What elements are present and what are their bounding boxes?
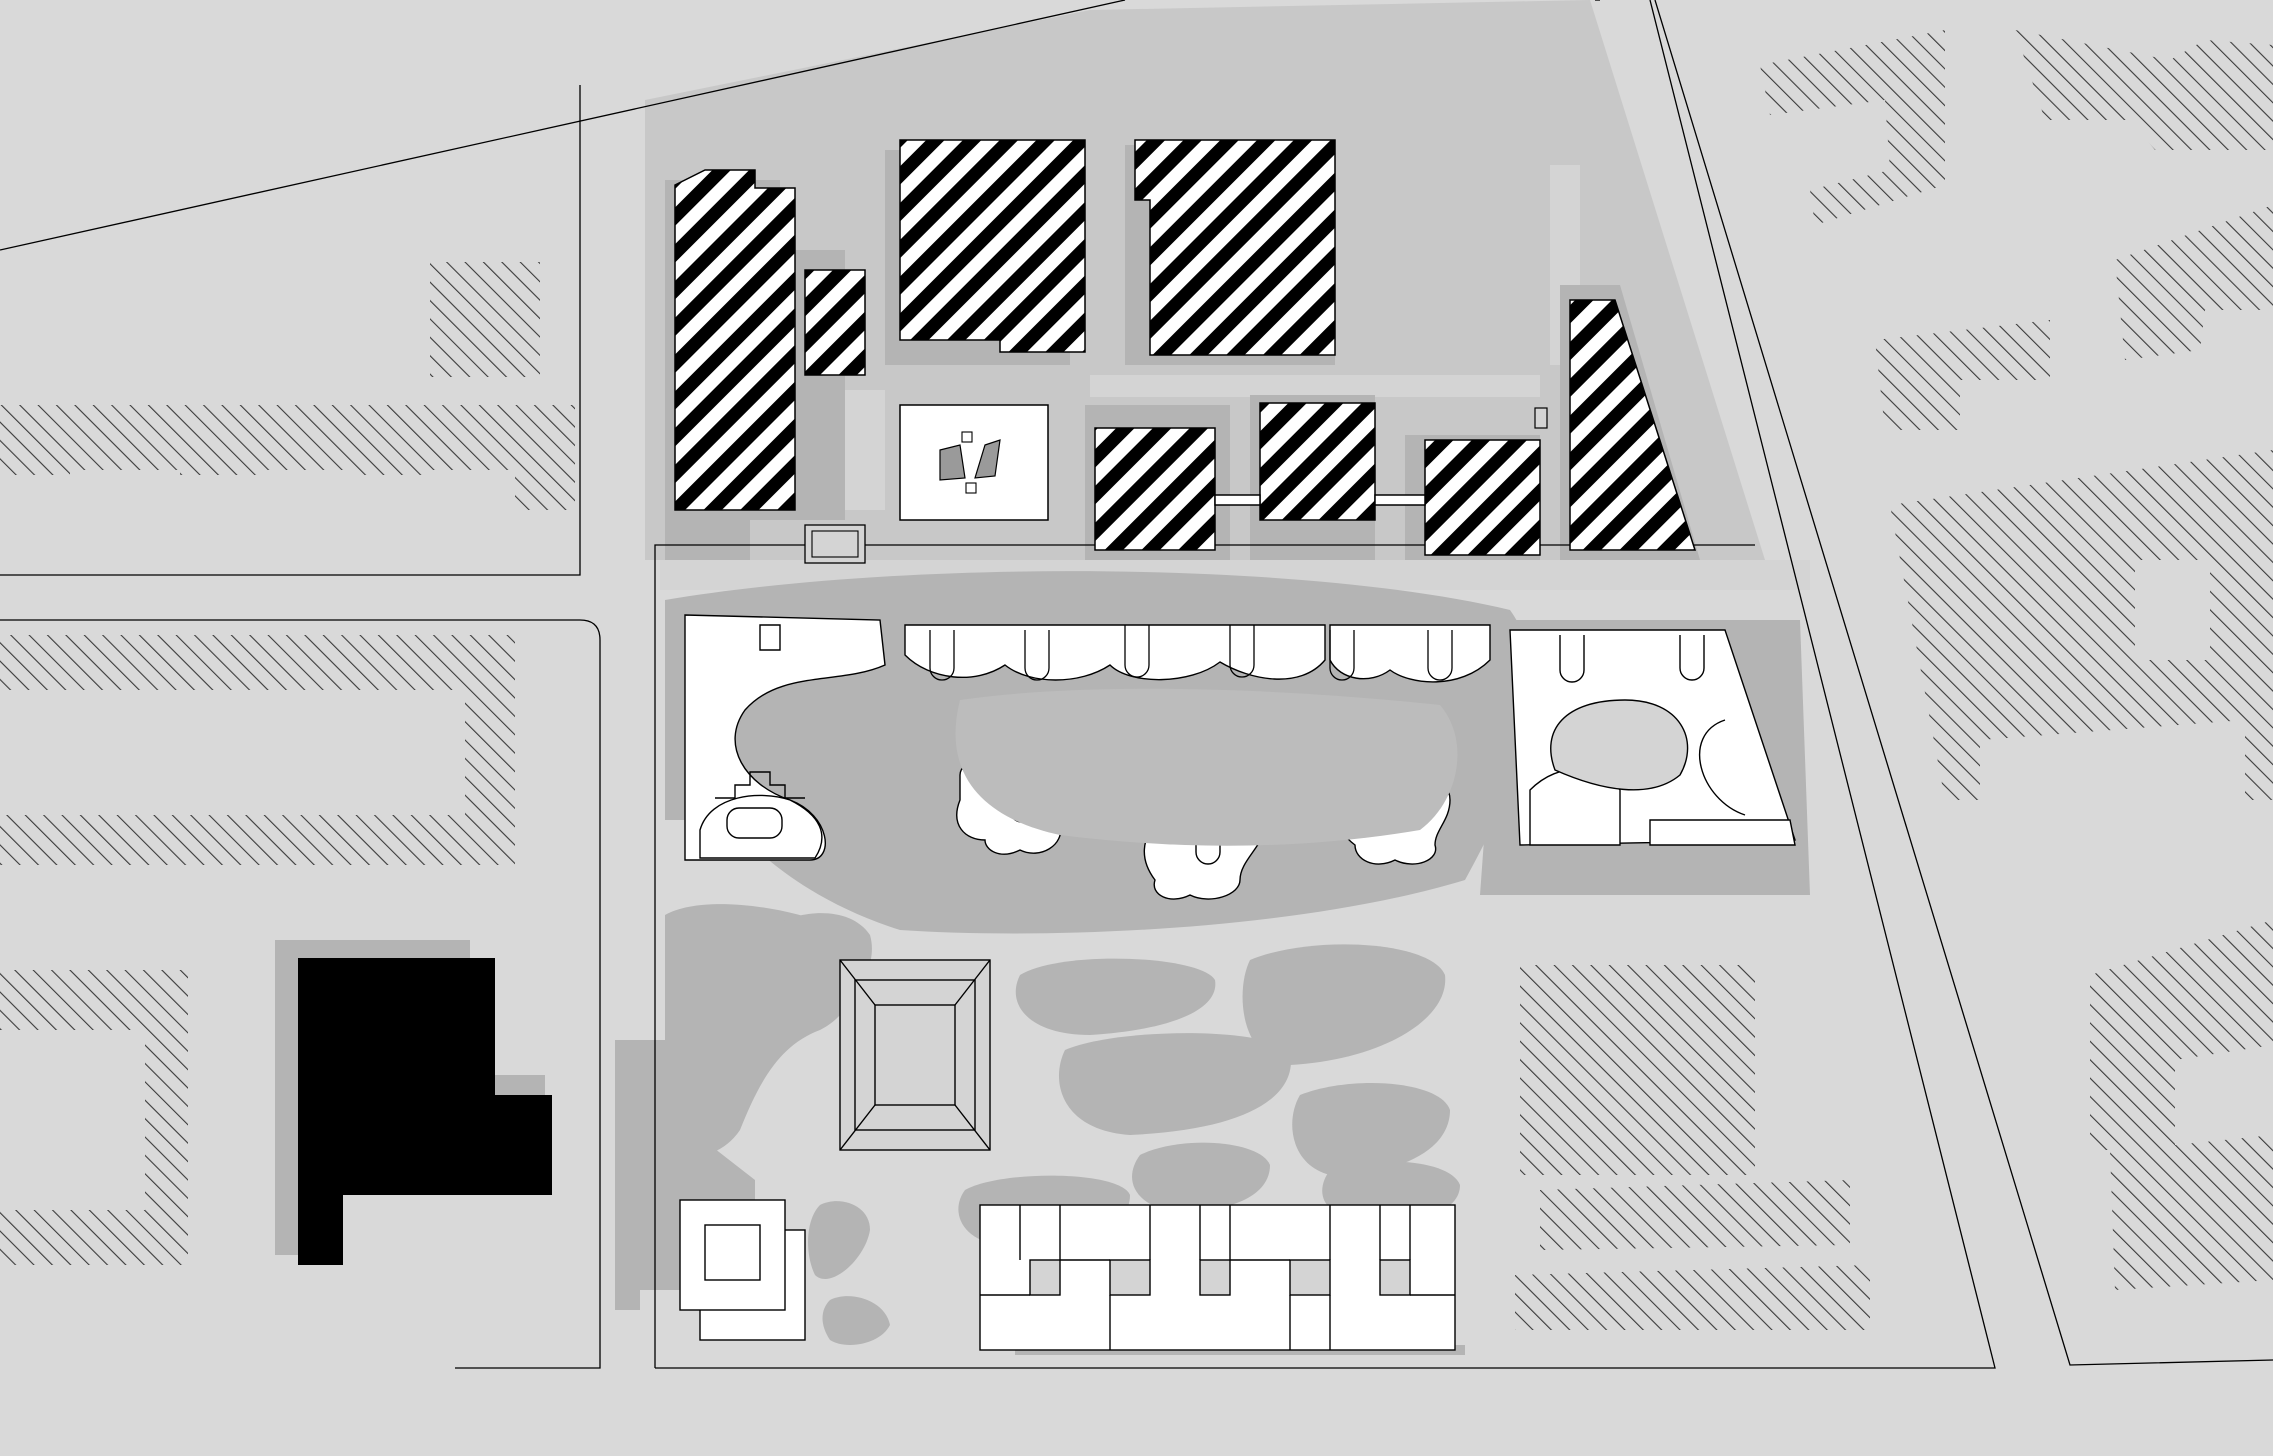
solid-black-building [298,958,552,1265]
courtyard-building [899,404,1049,521]
central-pond [955,688,1458,846]
central-square-pavilion [839,959,991,1151]
southern-block-building [979,1204,1456,1351]
small-marker [1534,407,1548,429]
existing-striped-buildings [674,139,1697,556]
context-hatched-blocks [0,30,2273,1330]
road-lines [0,0,2273,1369]
small-square-building [679,1199,806,1341]
